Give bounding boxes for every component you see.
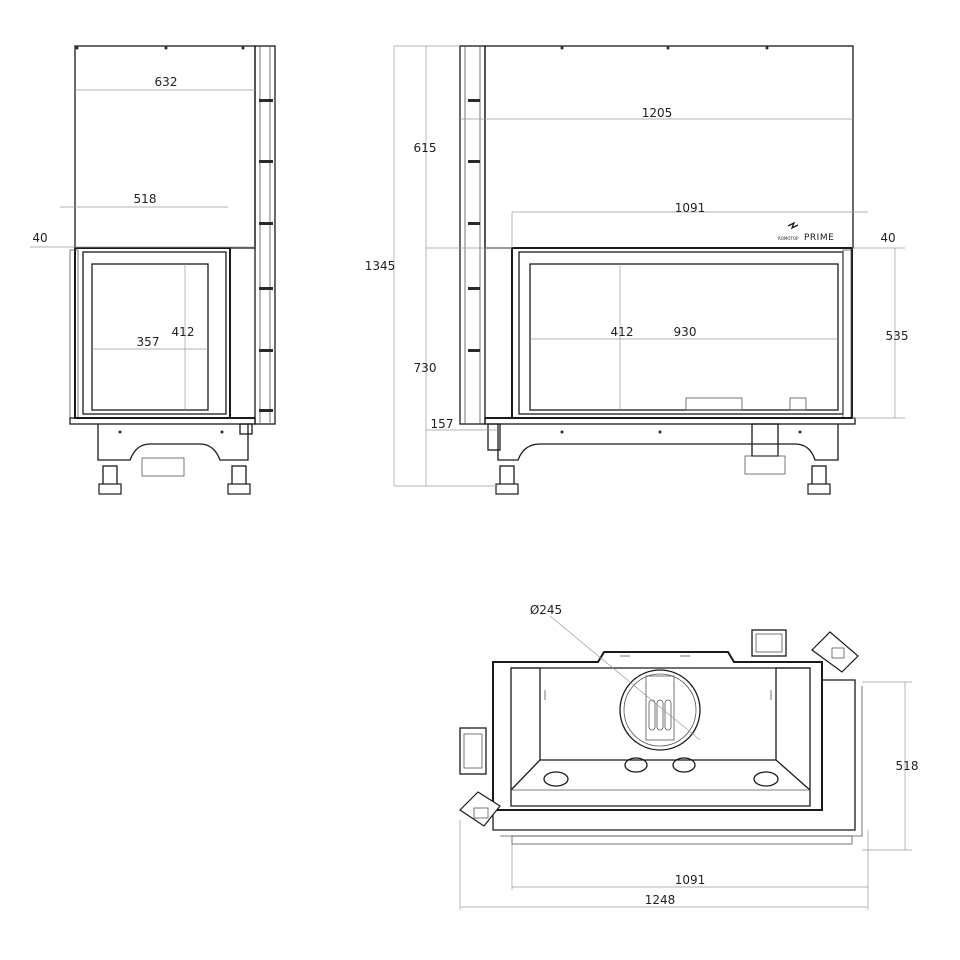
side-glass-height: 412 [611, 325, 634, 339]
brand-large-text: PRIME [804, 233, 834, 243]
side-width-opening: 1091 [675, 201, 706, 215]
side-glass-width: 930 [674, 325, 697, 339]
front-width-total: 632 [155, 75, 178, 89]
brand-logo: ROMOTOP PRIME [778, 221, 834, 243]
top-width-total: 1248 [645, 893, 676, 907]
top-depth: 518 [896, 759, 919, 773]
front-view [30, 45, 276, 495]
front-offset-top: 40 [32, 231, 47, 245]
side-upper-height: 615 [414, 141, 437, 155]
flue-diameter: Ø245 [530, 603, 562, 617]
side-width-total: 1205 [642, 106, 673, 120]
front-glass-width: 357 [137, 335, 160, 349]
side-leg-height: 157 [431, 417, 454, 431]
front-glass-height: 412 [172, 325, 195, 339]
side-view [393, 45, 905, 495]
side-total-height: 1345 [365, 259, 396, 273]
side-lower-height: 730 [414, 361, 437, 375]
side-frame-height: 535 [886, 329, 909, 343]
side-offset-top: 40 [880, 231, 895, 245]
top-width-inner: 1091 [675, 873, 706, 887]
brand-small-text: ROMOTOP [778, 236, 799, 241]
front-width-opening: 518 [134, 192, 157, 206]
top-view [459, 615, 912, 910]
